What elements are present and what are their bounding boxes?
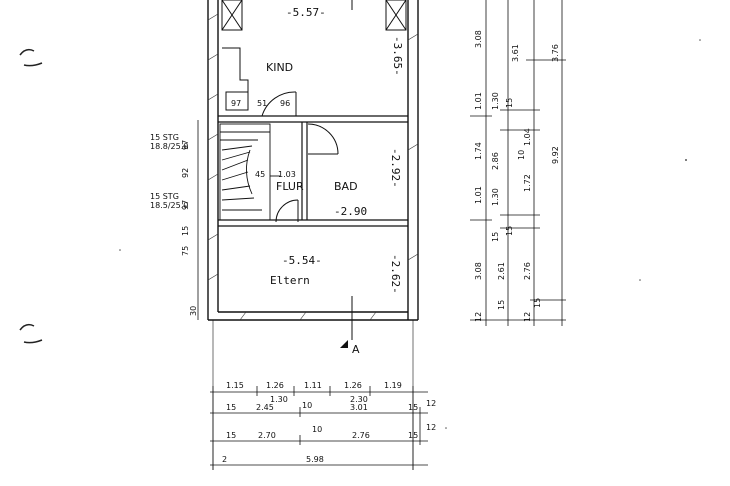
stair-left-dim-15: 15 (181, 226, 190, 236)
stair-left-dim-75: 75 (181, 246, 190, 256)
dim-row1-b: 1.26 (266, 381, 284, 390)
rdim-c3-g: 2.76 (523, 262, 532, 280)
dim-row3-f: 12 (426, 399, 436, 408)
stair-dim-96: 96 (280, 99, 290, 108)
dim-row2-b: 2.30 (350, 395, 368, 404)
section-marker: A (340, 296, 360, 356)
scan-specks (119, 39, 701, 429)
dim-row5-a: 2 (222, 455, 227, 464)
rdim-c3-f: 15 (505, 226, 514, 236)
rdim-c1-d: 1.01 (474, 186, 483, 204)
dim-row3-e: 15 (408, 403, 418, 412)
rdim-c3-e: 1.72 (523, 174, 532, 192)
rdim-c4-b: 9.92 (551, 146, 560, 164)
dim-row1-d: 1.26 (344, 381, 362, 390)
stair-lower-count: 15 STG (150, 192, 179, 201)
stair-dim-103: 1.03 (278, 170, 296, 179)
dim-row3-d: 3.01 (350, 403, 368, 412)
wall-hatching (207, 13, 419, 321)
stair-lower-ratio: 18.5/25.0 (150, 201, 188, 210)
stair-side-labels: 15 STG 18.8/25.0 15 STG 18.5/25.0 97 92 … (150, 120, 199, 320)
room-label-kind: KIND (266, 61, 293, 74)
eltern-height-note: -2.62- (389, 254, 402, 294)
dim-row4-e: 15 (408, 431, 418, 440)
dim-row4-b: 2.70 (258, 431, 276, 440)
rdim-c3-d: 10 (517, 150, 526, 160)
stair-left-dim-92: 92 (181, 168, 190, 178)
dim-row5-b: 5.98 (306, 455, 324, 464)
rdim-c2-a: 1.30 (491, 92, 500, 110)
staircase (219, 123, 280, 221)
room-label-eltern: Eltern (270, 274, 310, 287)
extension-lines (212, 320, 414, 470)
stair-dim-51: 51 (257, 99, 267, 108)
rdim-c1-a: 3.08 (474, 30, 483, 48)
dim-row3-a: 15 (226, 403, 236, 412)
rdim-c1-b: 1.01 (474, 92, 483, 110)
dim-row4-d: 2.76 (352, 431, 370, 440)
binder-hole-bottom (19, 323, 43, 344)
binder-hole-top (19, 48, 43, 67)
rdim-c3-c: 1.04 (523, 128, 532, 146)
dim-row3-b: 2.45 (256, 403, 274, 412)
exterior-walls (207, 0, 419, 321)
rdim-c1-e: 3.08 (474, 262, 483, 280)
bottom-dim-chains (210, 386, 428, 470)
bad-width-note: -2.90 (334, 205, 367, 218)
rdim-c3-a: 3.61 (511, 44, 520, 62)
window-right (385, 0, 407, 31)
kind-width-note: -5.57- (286, 6, 326, 19)
room-label-flur: FLUR (276, 180, 304, 193)
room-label-bad: BAD (334, 180, 358, 193)
rdim-c2-d: 2.61 (497, 262, 506, 280)
stair-dim-45: 45 (255, 170, 265, 179)
dim-row4-c: 10 (312, 425, 322, 434)
rdim-c2-b: 2.86 (491, 152, 500, 170)
rdim-c4-a: 3.76 (551, 44, 560, 62)
stair-left-dim-97: 97 (181, 140, 190, 150)
bad-height-note: -2.92- (389, 148, 402, 188)
rdim-c2-f: 15 (491, 232, 500, 242)
dim-row3-c: 10 (302, 401, 312, 410)
rdim-c2-e: 15 (497, 300, 506, 310)
stair-upper-count: 15 STG (150, 133, 179, 142)
rdim-c2-c: 1.30 (491, 188, 500, 206)
rdim-c1-f: 12 (474, 312, 483, 322)
stair-dim-97: 97 (231, 99, 241, 108)
stair-upper-ratio: 18.8/25.0 (150, 142, 188, 151)
closet (222, 47, 249, 111)
window-left (221, 0, 243, 31)
dim-row1-e: 1.19 (384, 381, 402, 390)
dim-row1-a: 1.15 (226, 381, 244, 390)
dim-row4-a: 15 (226, 431, 236, 440)
rdim-c3-b: 15 (505, 98, 514, 108)
door-swings (261, 91, 339, 223)
dim-row1-c: 1.11 (304, 381, 322, 390)
stair-left-dim-30: 30 (189, 306, 198, 316)
stair-left-dim-97b: 97 (181, 200, 190, 210)
section-marker-label: A (352, 343, 360, 356)
dim-row4-f: 12 (426, 423, 436, 432)
rdim-c3-h: 12 (523, 312, 532, 322)
right-dim-chains (470, 0, 566, 326)
rdim-c1-c: 1.74 (474, 142, 483, 160)
dim-row2-a: 1.30 (270, 395, 288, 404)
eltern-width-note: -5.54- (282, 254, 322, 267)
rdim-c4-c: 15 (533, 298, 542, 308)
kind-height-note: -3.65- (391, 36, 404, 76)
